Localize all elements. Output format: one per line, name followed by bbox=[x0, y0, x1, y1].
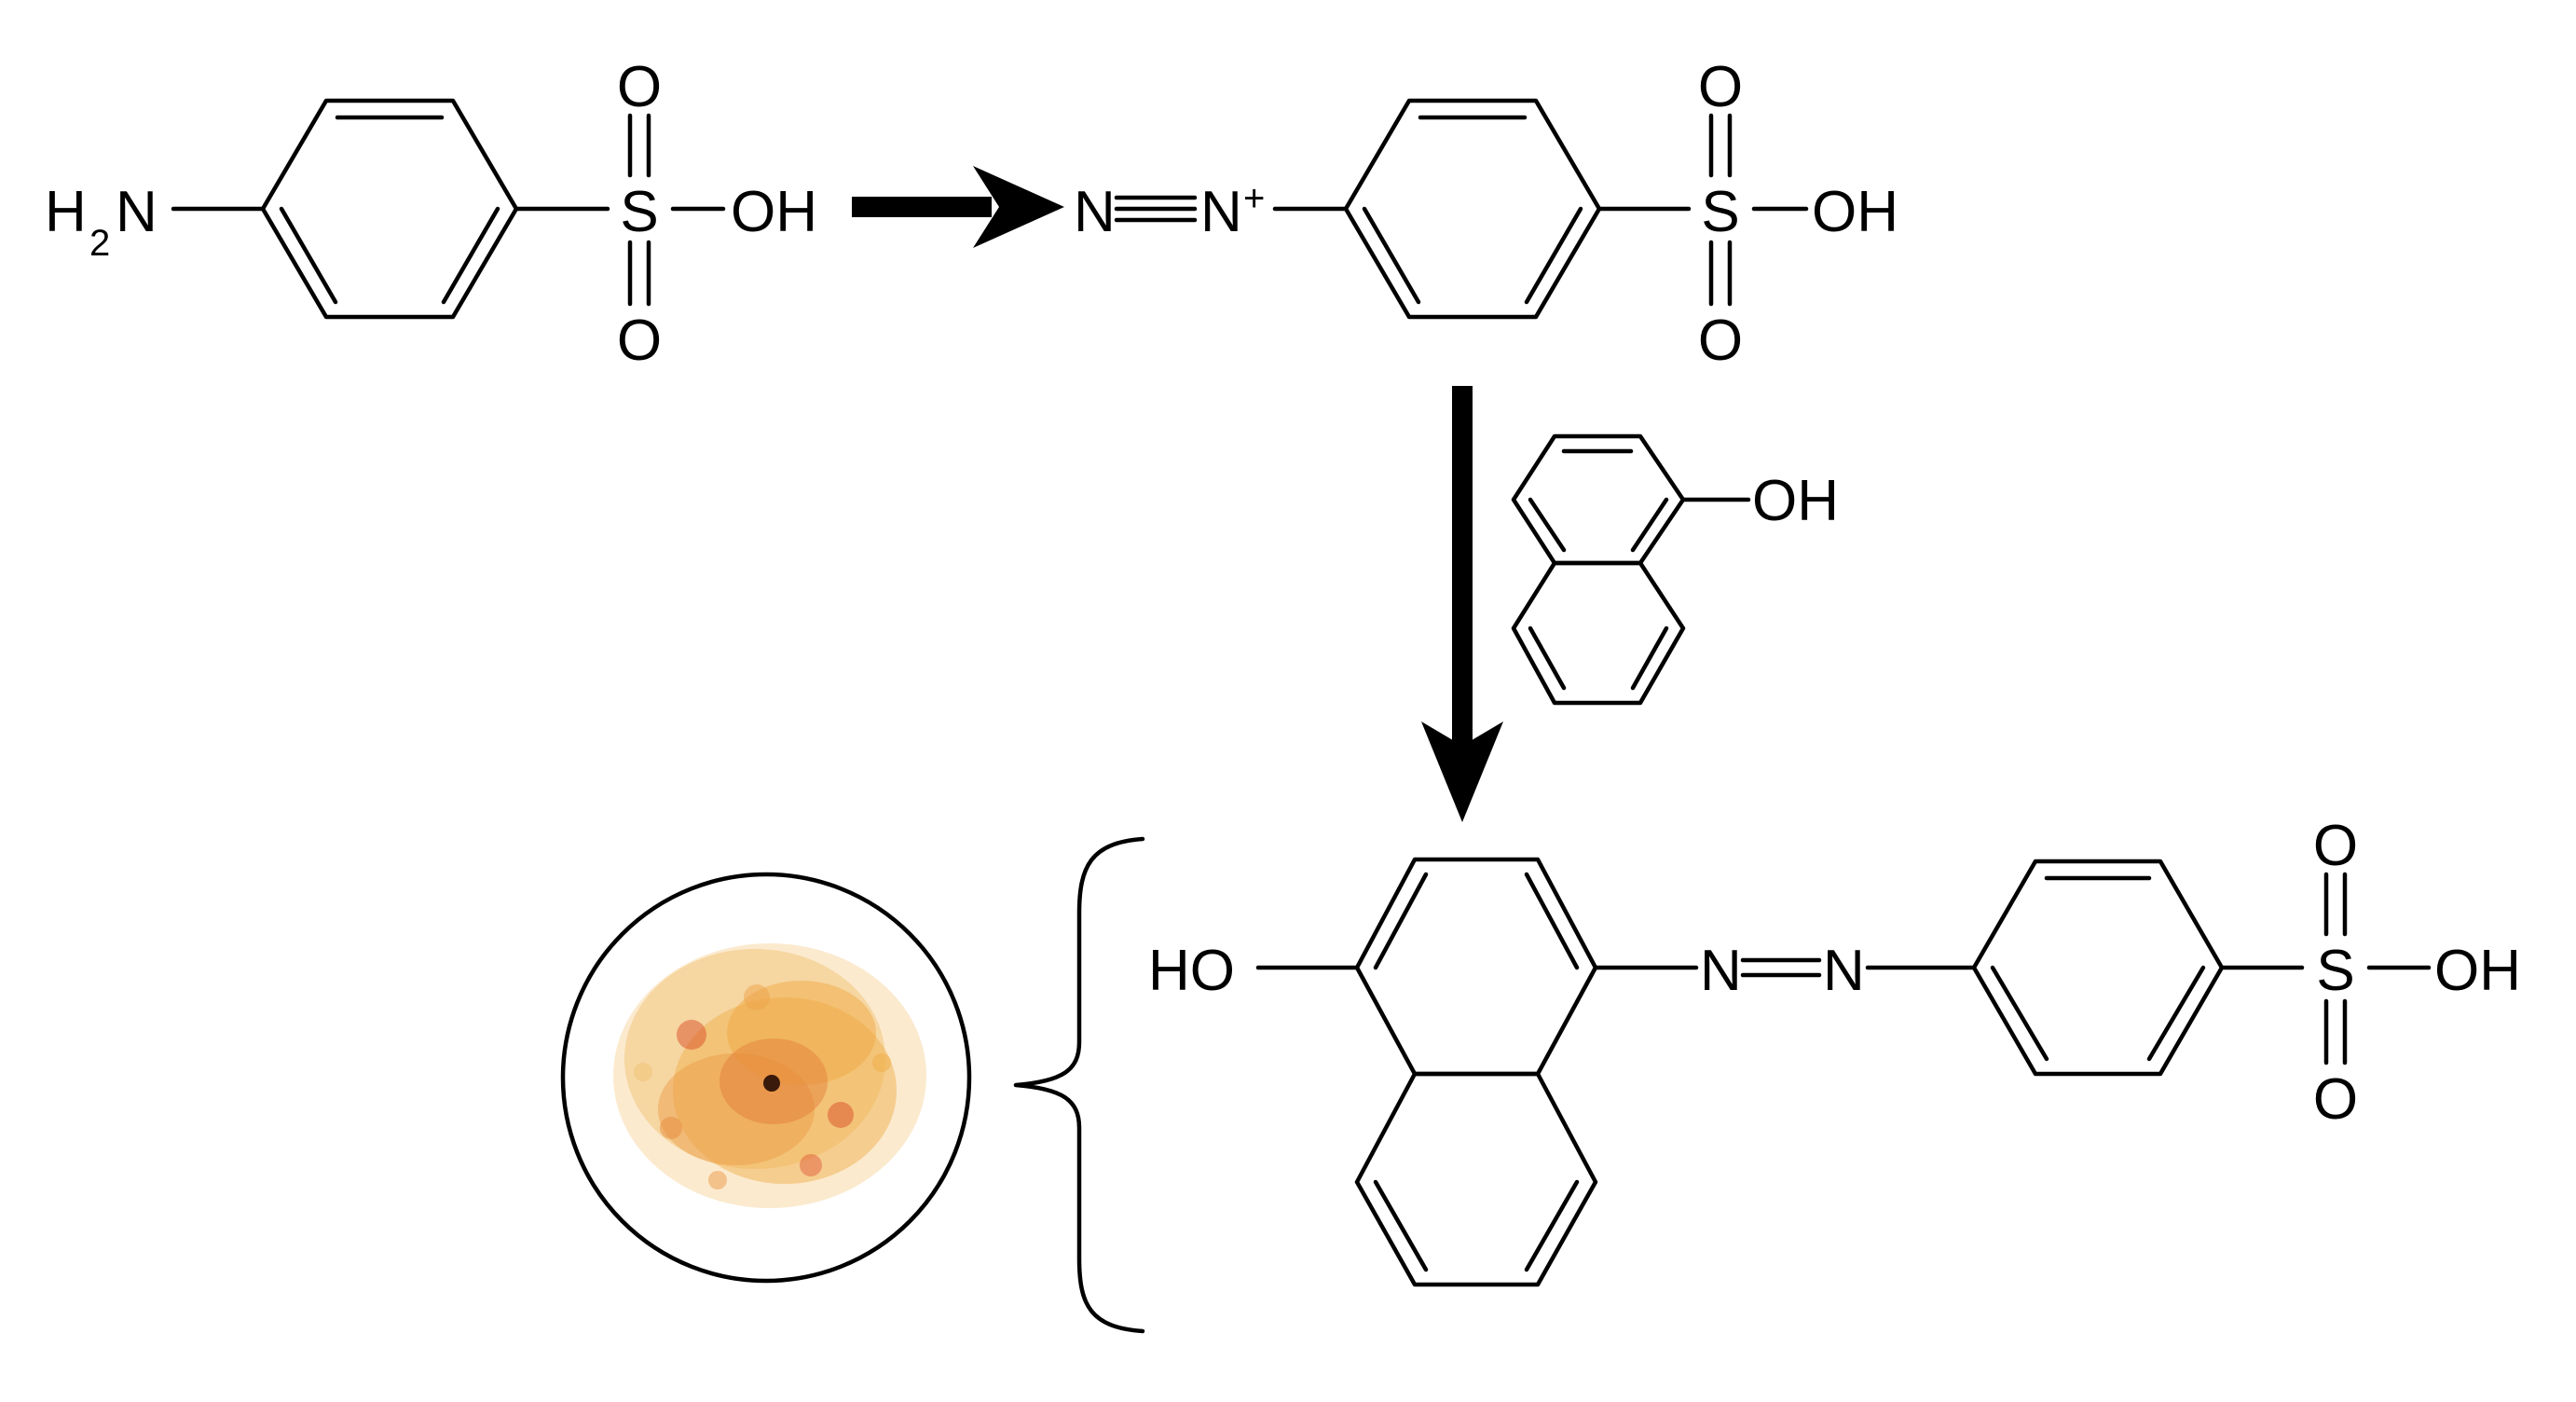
diazonium-n2-label: N bbox=[1200, 180, 1242, 244]
sulfur-label: S bbox=[2316, 939, 2354, 1003]
ring-double-bond bbox=[1524, 206, 1583, 305]
oxygen-top-label: O bbox=[2313, 814, 2358, 878]
azo-n2-label: N bbox=[1823, 939, 1865, 1003]
diazonium-salt-molecule: N N + S O O OH bbox=[1074, 55, 1898, 373]
naphthalene-ring-lower bbox=[1511, 560, 1686, 706]
ring-double-bond bbox=[1528, 625, 1567, 691]
benzene-ring bbox=[1971, 859, 2225, 1077]
naphthol-reagent-molecule: OH bbox=[1511, 433, 1839, 706]
dye-powder-magnifier bbox=[560, 872, 972, 1284]
benzene-ring bbox=[1343, 98, 1602, 320]
ring-double-bond bbox=[1990, 965, 2049, 1062]
hydroxyl-label: OH bbox=[1812, 180, 1898, 244]
ring-double-bond bbox=[1373, 872, 1429, 970]
coupling-arrow bbox=[1421, 386, 1503, 822]
naphthol-hydroxyl-label: OH bbox=[1752, 469, 1839, 533]
dye-powder-particles bbox=[613, 943, 926, 1208]
ring-double-bond bbox=[1524, 1179, 1580, 1272]
ring-double-bond bbox=[1630, 497, 1669, 553]
diazotization-arrow bbox=[852, 166, 1064, 248]
oxygen-top-label: O bbox=[1698, 55, 1743, 119]
product-hydroxyl-label: HO bbox=[1148, 939, 1235, 1003]
oxygen-top-label: O bbox=[617, 55, 662, 119]
ring-double-bond bbox=[441, 206, 500, 305]
oxygen-bottom-label: O bbox=[2313, 1067, 2358, 1132]
sulfur-label: S bbox=[620, 180, 658, 244]
diazonium-n1-label: N bbox=[1074, 180, 1116, 244]
naphthalene-ring-lower bbox=[1354, 1071, 1598, 1287]
naphthalene-ring-upper bbox=[1511, 433, 1686, 566]
magnifier-circle bbox=[560, 872, 972, 1284]
azo-dye-product-molecule: HO N N S O O OH bbox=[1148, 814, 2521, 1287]
hydroxyl-label: OH bbox=[731, 180, 817, 244]
positive-charge-label: + bbox=[1243, 178, 1265, 219]
ring-double-bond bbox=[2146, 965, 2206, 1062]
azo-n1-label: N bbox=[1700, 939, 1742, 1003]
amine-n-label: N bbox=[116, 180, 158, 244]
oxygen-bottom-label: O bbox=[1698, 309, 1743, 373]
sulfur-label: S bbox=[1701, 180, 1739, 244]
ring-double-bond bbox=[1524, 872, 1580, 970]
amine-h-label: H bbox=[45, 180, 87, 244]
curly-brace bbox=[1013, 836, 1145, 1334]
benzene-ring bbox=[260, 98, 519, 320]
sulfonic-hydroxyl-label: OH bbox=[2434, 939, 2521, 1003]
oxygen-bottom-label: O bbox=[617, 309, 662, 373]
ring-double-bond bbox=[1362, 206, 1421, 305]
ring-double-bond bbox=[279, 206, 338, 305]
ring-double-bond bbox=[1528, 497, 1567, 553]
ring-double-bond bbox=[1373, 1179, 1429, 1272]
naphthalene-ring-upper bbox=[1354, 857, 1598, 1077]
sulfanilic-acid-molecule: H 2 N S O O OH bbox=[45, 55, 817, 373]
amine-subscript-label: 2 bbox=[89, 223, 110, 264]
ring-double-bond bbox=[1630, 625, 1669, 691]
